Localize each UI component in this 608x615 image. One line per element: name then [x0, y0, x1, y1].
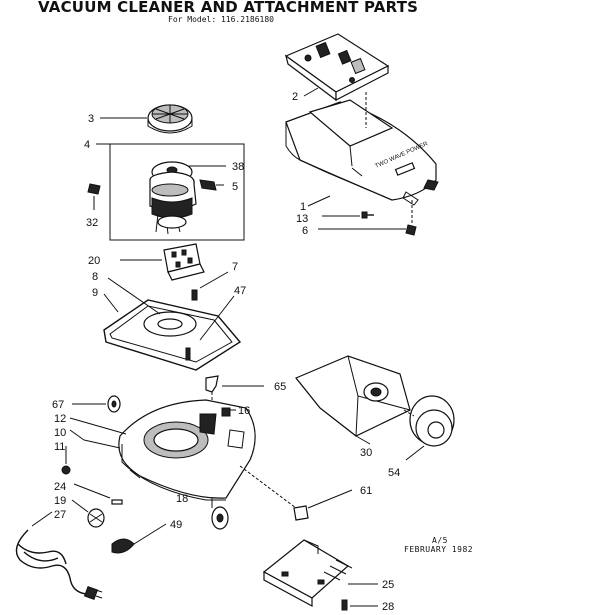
part-screw-6 — [318, 200, 417, 236]
callout-3: 3 — [88, 113, 94, 125]
part-base-housing — [118, 399, 256, 530]
callout-65: 65 — [274, 381, 286, 393]
part-top-cover — [284, 33, 390, 102]
callout-1: 1 — [300, 201, 306, 213]
callout-54: 54 — [388, 467, 400, 479]
callout-4: 4 — [84, 139, 90, 151]
callout-30: 30 — [360, 447, 372, 459]
callout-20: 20 — [88, 255, 100, 267]
callout-47: 47 — [234, 285, 246, 297]
part-screw-13 — [322, 211, 374, 219]
callout-28: 28 — [382, 601, 394, 613]
callout-49: 49 — [170, 519, 182, 531]
part-screw-28 — [341, 599, 378, 611]
callout-61: 61 — [360, 485, 372, 497]
callout-labels: 2 3 4 38 5 32 1 13 6 20 7 8 9 47 65 67 1… — [52, 91, 400, 613]
callout-38: 38 — [232, 161, 244, 173]
part-ring-8 — [107, 277, 197, 337]
callout-13: 13 — [296, 213, 308, 225]
part-fastener-16 — [221, 407, 236, 417]
callout-6: 6 — [302, 225, 308, 237]
callout-27: 27 — [54, 509, 66, 521]
callout-16: 16 — [238, 405, 250, 417]
model-subtitle: For Model: 116.2186180 — [168, 15, 274, 24]
page-title: VACUUM CLEANER AND ATTACHMENT PARTS — [38, 0, 419, 16]
part-61 — [239, 465, 353, 521]
part-gasket-9 — [103, 293, 242, 371]
callout-67: 67 — [52, 399, 64, 411]
part-screw-7 — [191, 271, 229, 301]
part-cord-27 — [15, 511, 103, 601]
part-clip-32 — [87, 183, 101, 210]
callout-25: 25 — [382, 579, 394, 591]
part-plug-49 — [111, 523, 167, 554]
callout-24: 24 — [54, 481, 66, 493]
callout-10: 10 — [54, 427, 66, 439]
part-clip-65 — [205, 375, 264, 404]
part-nut-11 — [61, 446, 71, 475]
callout-12: 12 — [54, 413, 66, 425]
callout-11: 11 — [54, 441, 65, 453]
part-cap-54 — [403, 395, 455, 461]
part-grille — [147, 104, 193, 134]
revision-date: FEBRUARY 1982 — [404, 545, 474, 554]
callout-19: 19 — [54, 495, 66, 507]
part-filter-bag-30 — [295, 355, 411, 445]
part-pin-24 — [73, 483, 123, 505]
callout-8: 8 — [92, 271, 98, 283]
callout-18: 18 — [176, 493, 188, 505]
part-bracket-20 — [120, 243, 205, 281]
callout-32: 32 — [86, 217, 98, 229]
callout-5: 5 — [232, 181, 238, 193]
callout-7: 7 — [232, 261, 238, 273]
part-switch-67 — [72, 395, 121, 413]
motor-assembly-box — [96, 143, 245, 241]
page-number: A/5 — [432, 536, 448, 545]
callout-9: 9 — [92, 287, 98, 299]
part-screw-47 — [185, 295, 235, 361]
part-strain-relief-19 — [71, 499, 105, 528]
part-hood-housing: TWO WAVE POWER — [285, 99, 439, 206]
callout-2: 2 — [292, 91, 298, 103]
part-plate-25 — [262, 539, 378, 608]
